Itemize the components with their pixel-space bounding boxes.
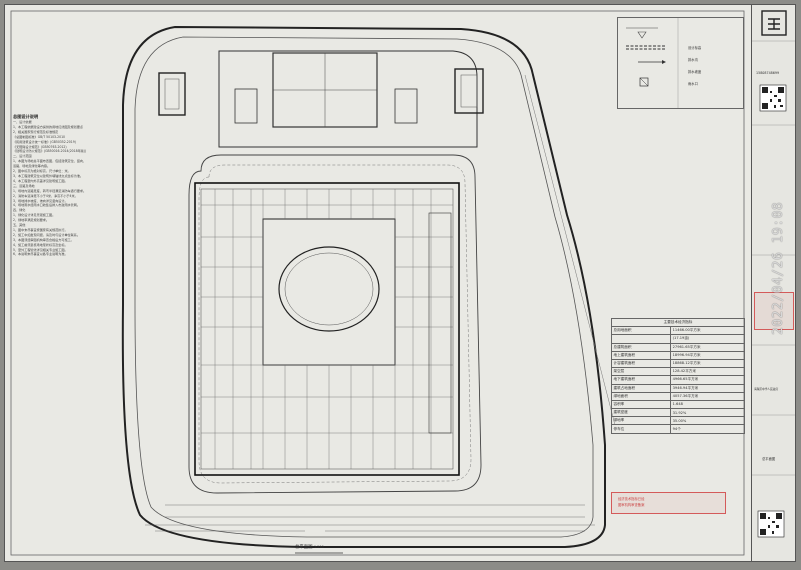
note-line: 2、消防车道净宽不小于4米，净高不小于4米。 bbox=[13, 193, 78, 198]
stat-value: 18868.12平方米 bbox=[670, 358, 745, 369]
title-block: 15808748699 海珠区中学人民政府 总平面图 bbox=[751, 5, 795, 561]
stat-label: 地上建筑面积 bbox=[610, 350, 672, 360]
project-name: 海珠区中学人民政府 bbox=[754, 387, 779, 391]
stamp-line-1: 经济技术指标已经 bbox=[618, 497, 645, 501]
designer-phone: 15808748699 bbox=[756, 71, 780, 75]
table-header-row: 主要技术经济指标 bbox=[611, 317, 745, 328]
stat-label: 建筑密度 bbox=[610, 408, 672, 418]
legend-item-drain-ditch: 排水沟 bbox=[688, 58, 698, 62]
stats-title: 主要技术经济指标 bbox=[611, 317, 745, 328]
note-line: 五、其他 bbox=[13, 223, 26, 228]
note-line: 1、本工程依据建设方提供的用地红线图及规划要点 bbox=[13, 124, 84, 129]
note-line: 1、绿化设计详见景观施工图。 bbox=[13, 213, 56, 218]
note-line: 《建筑设计防火规范》(GB50016-2014(2018年版)) bbox=[13, 149, 87, 154]
review-stamp: 经济技术指标已经 图审机构审查备案 bbox=[611, 492, 726, 514]
stat-value: 94个 bbox=[670, 424, 745, 434]
design-notes-title: 总图设计说明 bbox=[13, 114, 39, 119]
drawing-sheet: 总平面图 1:250 总图设计说明 一、设计依据 1、本工程依据建设方提供的用地… bbox=[4, 4, 796, 562]
drawing-name: 总平面图 bbox=[762, 457, 776, 461]
note-line: 2、相关国家现行规范及标准规定 bbox=[13, 129, 59, 134]
note-line: 4、场地雨水经雨水口收集后排入市政雨水管网。 bbox=[13, 203, 80, 208]
note-line: 2、施工中如发现问题，请及时与设计单位联系。 bbox=[13, 232, 80, 237]
note-line: 5、室外工程管线详见相关专业施工图。 bbox=[13, 247, 68, 252]
note-line: 6、本说明未尽事宜以各专业说明为准。 bbox=[13, 252, 68, 257]
stat-label: 建筑占地面积 bbox=[610, 383, 672, 393]
note-line: 3、本工程建筑定位以建筑外墙轴线交点坐标为准。 bbox=[13, 173, 84, 178]
note-line: 一、设计依据 bbox=[13, 120, 32, 124]
stat-value: 11466.00平方米 bbox=[670, 326, 745, 336]
stat-value: 18996.94平方米 bbox=[670, 350, 745, 360]
stat-value: 128.42平方米 bbox=[670, 367, 745, 377]
legend-item-elevation: 设计标高 bbox=[688, 46, 702, 50]
stat-value: 27961.65平方米 bbox=[670, 342, 745, 352]
table-row: (17.19亩) bbox=[610, 334, 745, 344]
stat-value: 31.92% bbox=[670, 408, 745, 418]
design-notes: 总图设计说明 一、设计依据 1、本工程依据建设方提供的用地红线图及规划要点 2、… bbox=[13, 113, 141, 553]
seal-stamp bbox=[754, 292, 794, 330]
stat-label: 停车位 bbox=[610, 424, 672, 434]
note-line: 1、本图为场地总平面布置图，包括建筑定位、竖向、 bbox=[13, 159, 87, 164]
note-line: 3、本图须经审图机构审查合格后方可施工。 bbox=[13, 237, 74, 242]
stat-value: 4057.36平方米 bbox=[670, 391, 745, 401]
note-line: 《总图制图标准》GB/T 50103-2010 bbox=[13, 134, 66, 139]
note-line: 道路、场地及绿化等内容。 bbox=[13, 164, 51, 169]
photo-timestamp: 2022/04/26 19:08 bbox=[771, 201, 786, 335]
stat-label bbox=[610, 334, 672, 344]
note-line: 四、绿化 bbox=[13, 208, 26, 213]
note-line: 4、本工程室内外高差详见建筑施工图。 bbox=[13, 178, 68, 183]
legend-item-slope: 排水坡度 bbox=[688, 70, 702, 74]
note-line: 1、场地内道路宽度、转弯半径满足消防车通行要求。 bbox=[13, 188, 87, 193]
note-line: 《民用建筑设计统一标准》(GB50352-2019) bbox=[13, 139, 76, 144]
note-line: 三、道路及场地 bbox=[13, 183, 35, 188]
stat-value: 4966.65平方米 bbox=[670, 375, 745, 385]
stat-label: 容积率 bbox=[610, 399, 672, 410]
stat-label: 计容建筑面积 bbox=[610, 358, 672, 369]
legend: 设计标高 排水沟 排水坡度 雨水口 bbox=[617, 17, 744, 109]
site-plan-drawing bbox=[10, 10, 745, 556]
drawing-scale: 1:250 bbox=[313, 545, 324, 549]
drawing-caption-text: 总平面图 bbox=[295, 545, 313, 550]
note-line: 1、图中未尽事宜按国家有关规范执行。 bbox=[13, 227, 68, 232]
stat-value: 35.00% bbox=[670, 416, 745, 426]
stat-value: (17.19亩) bbox=[670, 334, 745, 344]
stat-label: 总建筑面积 bbox=[610, 342, 672, 352]
stat-label: 架空层 bbox=[610, 367, 672, 377]
legend-item-rain-inlet: 雨水口 bbox=[688, 82, 698, 86]
note-line: 3、场地排水坡度、坡向详见竖向设计。 bbox=[13, 198, 68, 203]
note-line: 4、施工前须复核场地现状标高及坐标。 bbox=[13, 242, 68, 247]
note-line: 《无障碍设计规范》(GB50763-2012) bbox=[13, 144, 67, 149]
stat-label: 绿地率 bbox=[610, 416, 672, 426]
note-line: 2、绿地率满足规划要求。 bbox=[13, 218, 49, 223]
note-line: 2、图中标高为绝对标高，尺寸单位：米。 bbox=[13, 169, 71, 174]
stat-label: 地下建筑面积 bbox=[610, 375, 672, 385]
stamp-line-2: 图审机构审查备案 bbox=[618, 503, 645, 507]
stat-value: 1.648 bbox=[670, 399, 745, 410]
note-line: 二、设计范围 bbox=[13, 154, 32, 159]
drawing-caption: 总平面图 1:250 bbox=[295, 545, 324, 551]
stat-value: 3946.94平方米 bbox=[670, 383, 745, 393]
stat-label: 总用地面积 bbox=[610, 326, 672, 336]
stat-label: 绿地面积 bbox=[610, 391, 672, 401]
